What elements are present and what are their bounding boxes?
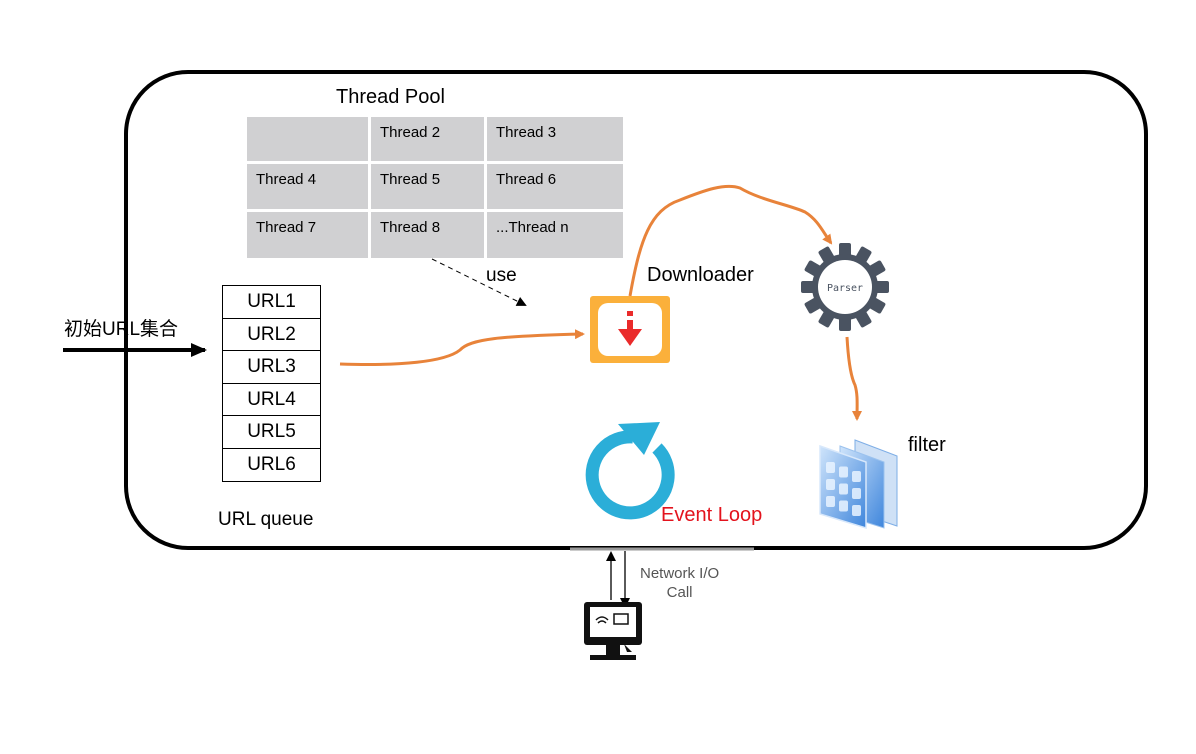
url-queue-item: URL5 [223, 416, 320, 449]
network-io-line2: Call [666, 584, 693, 601]
network-io-line1: Network I/O [640, 565, 720, 582]
initial-urls-label: 初始URL集合 [64, 319, 179, 340]
use-label: use [486, 265, 517, 286]
download-icon [590, 296, 670, 363]
filter-grid-cell [852, 488, 861, 499]
thread-cell: ...Thread n [487, 212, 623, 258]
filter-grid-cell [826, 462, 835, 473]
gear-icon: Parser [801, 243, 889, 331]
url-queue-item: URL2 [223, 319, 320, 351]
grid-filter-icon [819, 439, 898, 530]
filter-grid-cell [839, 466, 848, 478]
thread-cell: Thread 4 [247, 164, 368, 209]
thread-cell: Thread 5 [371, 164, 484, 209]
gear-tooth [839, 243, 851, 257]
url-queue-item: URL4 [223, 384, 320, 416]
thread-cell: Thread 6 [487, 164, 623, 209]
thread-cell: Thread 8 [371, 212, 484, 258]
filter-grid-cell [826, 479, 835, 490]
url-queue: URL1 URL2 URL3 URL4 URL5 URL6 [222, 285, 321, 482]
thread-cell [247, 117, 368, 161]
thread-pool-title: Thread Pool [336, 86, 445, 108]
thread-cell: Thread 2 [371, 117, 484, 161]
url-queue-label: URL queue [218, 509, 314, 530]
event-loop-label: Event Loop [661, 504, 763, 526]
flow-queue-to-downloader [339, 329, 585, 366]
filter-grid-cell [826, 496, 835, 507]
network-io-label: Network I/O Call [640, 564, 719, 602]
parser-label: Parser [827, 283, 863, 294]
thread-pool-grid: Thread 2 Thread 3 Thread 4 Thread 5 Thre… [247, 117, 623, 258]
thread-cell: Thread 3 [487, 117, 623, 161]
filter-grid-cell [839, 500, 848, 512]
filter-grid-cell [852, 471, 861, 482]
filter-grid-cell [852, 505, 861, 516]
filter-grid-cell [839, 483, 848, 495]
url-queue-item: URL6 [247, 453, 296, 475]
filter-label: filter [908, 434, 946, 456]
downloader-label: Downloader [647, 264, 754, 286]
refresh-loop-icon [585, 422, 675, 520]
flow-downloader-to-parser [628, 184, 833, 297]
url-queue-item: URL3 [223, 351, 320, 384]
thread-cell: Thread 7 [247, 212, 368, 258]
computer-monitor-icon [584, 602, 642, 660]
flow-parser-to-filter [845, 336, 863, 421]
gear-tooth [875, 281, 889, 293]
gear-tooth [839, 317, 851, 331]
gear-tooth [801, 281, 815, 293]
url-queue-item: URL1 [223, 286, 320, 319]
